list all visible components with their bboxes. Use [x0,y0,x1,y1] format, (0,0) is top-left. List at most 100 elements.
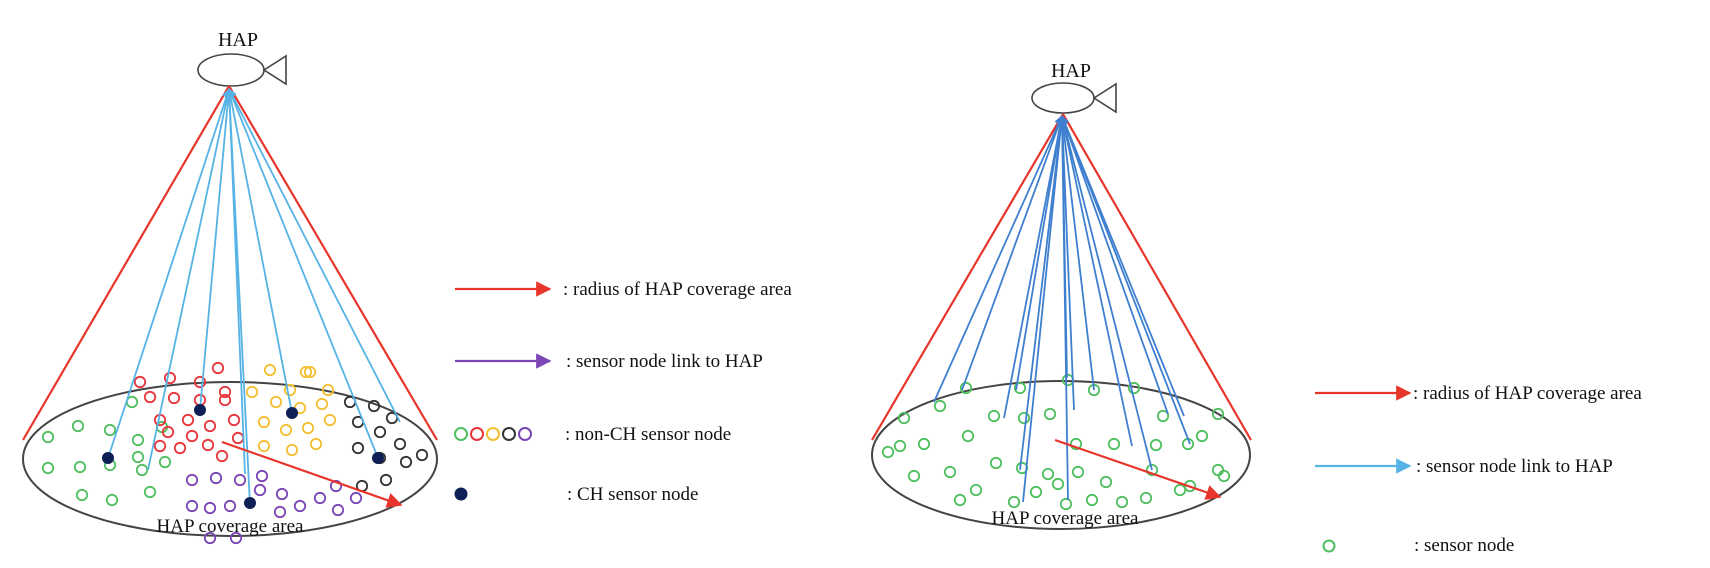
sensor-node-yellow [263,363,277,377]
sensor-node-black [379,473,393,487]
right-coverage-ellipse [871,380,1251,530]
sensor-node-purple [253,483,267,497]
sensor-node-green [103,423,117,437]
sensor-node-purple [185,499,199,513]
sensor-node [1139,491,1153,505]
right-cone-edge-right [1062,113,1252,441]
left-area-label: HAP coverage area [157,516,305,537]
sensor-node-red [185,429,199,443]
sensor-node [953,493,967,507]
sensor-node [1071,465,1085,479]
sensor-node-yellow [301,421,315,435]
sensor-node [1145,463,1159,477]
sensor-node [961,429,975,443]
left-legend-ch-label: : CH sensor node [567,484,698,505]
sensor-node [989,456,1003,470]
sensor-node-yellow [309,437,323,451]
link-to-hap [1058,115,1095,391]
sensor-node [907,469,921,483]
sensor-node-green [135,463,149,477]
sensor-node-red [215,449,229,463]
sensor-node-red [143,390,157,404]
sensor-node-red [181,413,195,427]
right-legend: : radius of HAP coverage area : sensor n… [1315,383,1642,556]
sensor-node-red [231,431,245,445]
sensor-node [1041,467,1055,481]
sensor-node [881,445,895,459]
right-hap-label: HAP [1051,60,1091,82]
sensor-node-red [167,391,181,405]
sensor-node-yellow [321,383,335,397]
sensor-node-yellow [279,423,293,437]
sensor-node-red [193,375,207,389]
right-diagram: HAP HAP coverage area [871,60,1252,530]
left-hap-icon [197,53,287,87]
sensor-node-yellow [299,365,313,379]
sensor-node-yellow [269,395,283,409]
left-cone-edge-right [228,85,438,441]
legend-green-node [454,427,468,441]
sensor-node-purple [293,499,307,513]
sensor-node-red [133,375,147,389]
left-legend-non-ch-label: : non-CH sensor node [565,424,731,445]
sensor-node [1211,407,1225,421]
sensor-node-black [373,425,387,439]
left-coverage-ellipse [22,381,438,537]
ch-sensor-node [194,404,206,416]
sensor-node [1156,409,1170,423]
left-diagram: HAP HAP coverage area [22,29,438,545]
link-to-hap [1060,115,1169,415]
sensor-node-red [201,438,215,452]
link-to-hap [107,88,231,459]
sensor-node-purple [209,471,223,485]
sensor-node-purple [185,473,199,487]
sensor-node [1043,407,1057,421]
sensor-node [917,437,931,451]
link-to-hap [224,88,251,506]
sensor-node-yellow [323,413,337,427]
right-radius-arrow [1054,438,1222,500]
sensor-node-purple [203,501,217,515]
link-to-hap [1022,115,1066,503]
sensor-node-purple [313,491,327,505]
right-legend-link-label: : sensor node link to HAP [1416,456,1613,477]
left-hap-label: HAP [218,29,258,51]
sensor-node [897,411,911,425]
legend-red-node [470,427,484,441]
sensor-node [1211,463,1225,477]
sensor-node-green [131,450,145,464]
sensor-node-yellow [315,397,329,411]
left-legend-radius-label: : radius of HAP coverage area [563,279,792,300]
link-to-hap [1059,115,1153,471]
ch-sensor-node [372,452,384,464]
sensor-node [1107,437,1121,451]
sensor-node-green [75,488,89,502]
sensor-node [1217,469,1231,483]
sensor-node-green [71,419,85,433]
legend-black-node [502,427,516,441]
right-area-label: HAP coverage area [992,508,1140,529]
sensor-node-green [105,493,119,507]
sensor-node-green [41,430,55,444]
sensor-node [1085,493,1099,507]
sensor-node [1127,381,1141,395]
sensor-node-yellow [257,415,271,429]
sensor-node-green [41,461,55,475]
sensor-node-red [218,385,232,399]
left-cone-edge-left [22,85,230,441]
link-to-hap [1060,115,1191,445]
right-legend-radius-label: : radius of HAP coverage area [1413,383,1642,404]
sensor-node-black [415,448,429,462]
sensor-node [1051,477,1065,491]
sensor-node [1029,485,1043,499]
left-radius-arrow [221,440,403,508]
right-hap-icon [1031,82,1117,114]
sensor-node-green [143,485,157,499]
sensor-node-red [227,413,241,427]
sensor-node-purple [223,499,237,513]
link-to-hap [1003,115,1065,419]
sensor-node-green [158,455,172,469]
sensor-node [1059,497,1073,511]
sensor-node [1061,373,1075,387]
legend-sensor-node [1322,539,1336,553]
